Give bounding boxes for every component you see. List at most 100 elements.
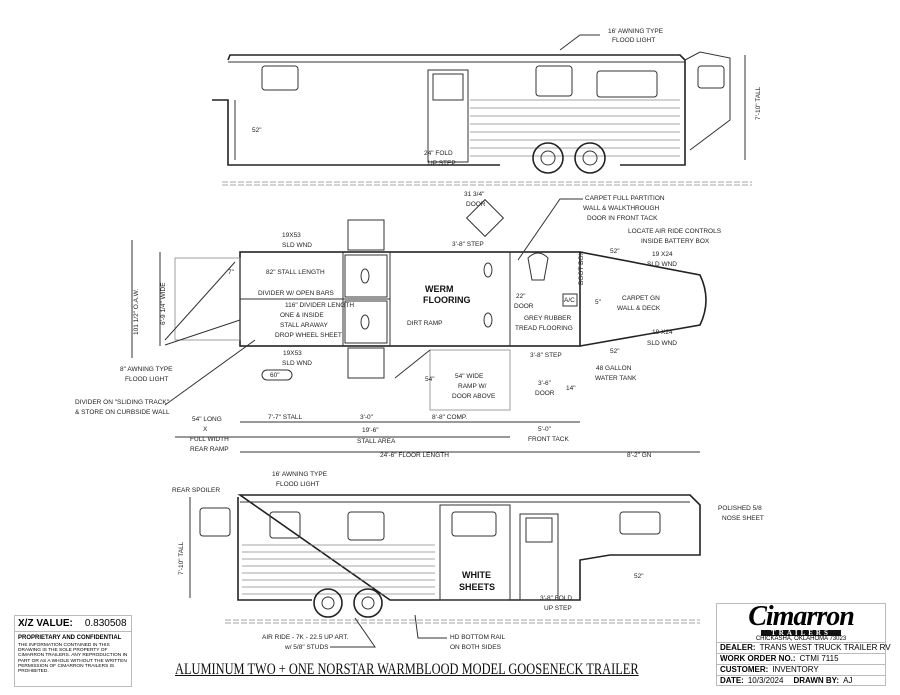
label: SLD WND	[647, 261, 677, 268]
label: X	[203, 426, 208, 433]
label: 3'-8" STEP	[530, 352, 562, 359]
drawn-by-label: DRAWN BY:	[793, 676, 840, 685]
label: WALL & DECK	[617, 305, 661, 312]
label: 5'-0"	[538, 426, 552, 433]
customer-label: CUSTOMER:	[720, 665, 769, 674]
label: SLD WND	[282, 360, 312, 367]
label: DROP WHEEL SHEET	[275, 332, 342, 339]
label: 3'-0"	[360, 414, 374, 421]
label: 7'-7" STALL	[268, 414, 303, 421]
label: 19 X24	[652, 251, 673, 258]
label: 8'-2" GN	[627, 452, 652, 459]
xz-label: X/Z VALUE:	[18, 618, 73, 629]
label: FULL WIDTH	[190, 436, 229, 443]
label: DOOR	[514, 303, 534, 310]
bottom-side-view: REAR SPOILER 16' AWNING TYPE FLOOD LIGHT…	[172, 471, 764, 651]
wheel	[532, 142, 564, 174]
label: FLOOD LIGHT	[125, 376, 168, 383]
label: 54" LONG	[192, 416, 222, 423]
wheel	[313, 588, 343, 618]
label: 19 X24	[652, 329, 673, 336]
label: 3'-8" FOLD	[540, 595, 572, 602]
label: 24" FOLD	[424, 150, 453, 157]
top-side-view: 16' AWNING TYPE FLOOD LIGHT 7'-10" TALL …	[212, 28, 762, 186]
window	[347, 511, 385, 541]
label: 7'-10" TALL	[755, 86, 762, 120]
label: LOCATE AIR RIDE CONTROLS	[628, 228, 722, 235]
label: CARPET FULL PARTITION	[585, 195, 665, 202]
drawing-title: ALUMINUM TWO + ONE NORSTAR WARMBLOOD MOD…	[175, 661, 639, 678]
customer-row: CUSTOMER:INVENTORY	[717, 664, 885, 675]
label: 3'-6"	[538, 380, 552, 387]
label: DOOR IN FRONT TACK	[587, 215, 658, 222]
window	[347, 219, 385, 251]
label: STALL AREA	[357, 438, 396, 445]
label: REAR RAMP	[190, 446, 229, 453]
label: STALL ARAWAY	[280, 322, 328, 329]
door-window	[432, 73, 464, 101]
label: 5"	[595, 299, 602, 306]
label: ON BOTH SIDES	[450, 644, 502, 651]
wheel	[574, 142, 606, 174]
label: 19X53	[283, 350, 302, 357]
logo-subtext: TRAILERS	[761, 630, 841, 637]
door	[519, 513, 559, 601]
label: & STORE ON CURBSIDE WALL	[75, 409, 170, 416]
proprietary-heading: PROPRIETARY AND CONFIDENTIAL	[18, 635, 122, 641]
label: SHEETS	[459, 582, 495, 592]
work-order-row: WORK ORDER NO.:CTMI 7115	[717, 653, 885, 664]
label: 7'-10" TALL	[178, 541, 185, 575]
label: 16' AWNING TYPE	[608, 28, 664, 35]
label: 54"	[425, 376, 435, 383]
label: 52"	[634, 573, 644, 580]
window	[261, 65, 299, 91]
date-label: DATE:	[720, 676, 744, 685]
date-value: 10/3/2024	[747, 676, 784, 685]
label: FLOOD LIGHT	[276, 481, 319, 488]
label: WALL & WALKTHROUGH	[583, 205, 660, 212]
label: 7"	[228, 269, 235, 276]
label: 54" WIDE	[455, 373, 484, 380]
window	[199, 507, 231, 537]
label: DOOR	[535, 390, 555, 397]
label: 116" DIVIDER LENGTH	[285, 302, 354, 309]
label: GREY RUBBER	[524, 315, 572, 322]
label: FRONT TACK	[528, 436, 569, 443]
label: 8'-8" COMP.	[432, 414, 467, 421]
label: 8" AWNING TYPE	[120, 366, 173, 373]
label: 31 3/4"	[464, 191, 485, 198]
window	[697, 65, 725, 89]
label: 19'-6"	[362, 427, 379, 434]
label: RAMP W/	[458, 383, 487, 390]
label: SLD WND	[282, 242, 312, 249]
label: DIVIDER W/ OPEN BARS	[258, 290, 335, 297]
customer-value: INVENTORY	[772, 665, 819, 674]
logo-text: Cimarron	[748, 601, 855, 632]
label: 82" STALL LENGTH	[266, 269, 325, 276]
window	[535, 65, 573, 97]
label: DOOR	[466, 201, 486, 208]
label: UP STEP	[544, 605, 572, 612]
label: 52"	[610, 248, 620, 255]
work-order-label: WORK ORDER NO.:	[720, 654, 796, 663]
label: CARPET GN	[622, 295, 660, 302]
label: DOOR ABOVE	[452, 393, 496, 400]
label: FLOOD LIGHT	[612, 37, 655, 44]
label: HD BOTTOM RAIL	[450, 634, 506, 641]
label: TREAD FLOORING	[515, 325, 573, 332]
label: REAR SPOILER	[172, 487, 220, 494]
label: 24'-6" FLOOR LENGTH	[380, 452, 449, 459]
work-order-value: CTMI 7115	[799, 654, 839, 663]
dealer-row: DEALER:TRANS WEST TRUCK TRAILER RV	[717, 642, 891, 653]
label: 52"	[610, 348, 620, 355]
label: AIR RIDE - 7K - 22.5 UP ART.	[262, 634, 349, 641]
label: FLOORING	[423, 295, 471, 305]
wheel	[353, 588, 383, 618]
label: 14"	[566, 385, 576, 392]
label: POLISHED 5/8	[718, 505, 762, 512]
label: UP STEP	[428, 160, 456, 167]
label: DIVIDER ON "SLIDING TRACK"	[75, 399, 170, 406]
